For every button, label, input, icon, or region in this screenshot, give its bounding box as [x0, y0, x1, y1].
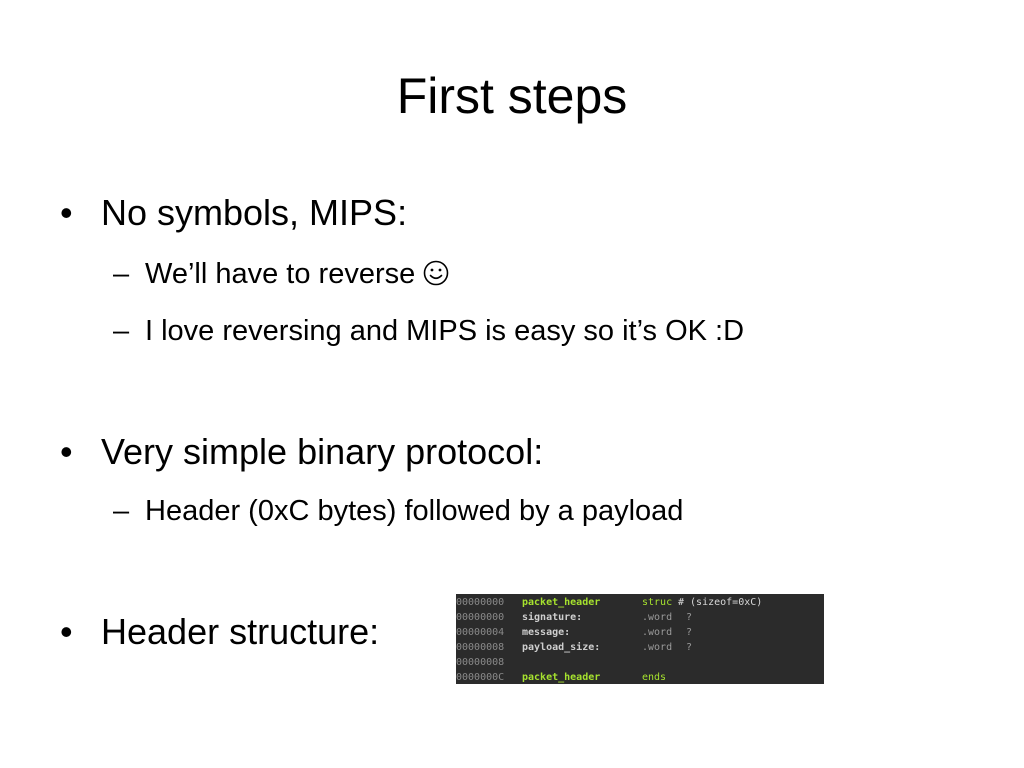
code-address: 00000000	[456, 612, 505, 623]
code-address: 0000000C	[456, 672, 505, 683]
code-type: .word	[642, 642, 673, 653]
code-address: 00000008	[456, 642, 505, 653]
bullet-glyph: •	[60, 611, 73, 652]
sub-bullet-text-wrap: We’ll have to reverse	[145, 256, 449, 292]
dash-glyph: –	[113, 315, 130, 347]
bullet-text: No symbols, MIPS:	[101, 192, 408, 233]
code-type: .word	[642, 627, 673, 638]
dash-glyph: –	[113, 495, 130, 527]
code-comment: # (sizeof=0xC)	[678, 597, 763, 608]
code-line: 00000004 message: .word ?	[456, 625, 824, 640]
code-line: 00000008	[456, 655, 824, 670]
smiley-face-icon	[423, 260, 449, 286]
code-name: packet_header	[522, 597, 601, 608]
code-line: 00000000 packet_header struc # (sizeof=0…	[456, 595, 824, 610]
code-name: signature:	[522, 612, 583, 623]
code-type: ends	[642, 672, 667, 683]
code-line: 00000008 payload_size: .word ?	[456, 640, 824, 655]
sub-bullet-text: I love reversing and MIPS is easy so it’…	[145, 315, 745, 347]
bullet-text: Very simple binary protocol:	[101, 431, 544, 472]
sub-bullet-text: We’ll have to reverse	[145, 258, 416, 290]
struct-code-snippet: 00000000 packet_header struc # (sizeof=0…	[456, 594, 824, 684]
code-value: ?	[686, 612, 693, 623]
slide-title: First steps	[396, 68, 628, 124]
bullet-glyph: •	[60, 431, 73, 472]
code-address: 00000004	[456, 627, 505, 638]
bullet-glyph: •	[60, 192, 73, 233]
code-address: 00000008	[456, 657, 505, 668]
code-name: message:	[522, 627, 571, 638]
sub-bullet-text: Header (0xC bytes) followed by a payload	[145, 495, 684, 527]
code-type: struc	[642, 597, 673, 608]
bullet-text: Header structure:	[101, 611, 380, 652]
code-value: ?	[686, 642, 693, 653]
dash-glyph: –	[113, 258, 130, 290]
code-value: ?	[686, 627, 693, 638]
code-line: 00000000 signature: .word ?	[456, 610, 824, 625]
code-name: packet_header	[522, 672, 601, 683]
code-line: 0000000C packet_header ends	[456, 670, 824, 684]
code-name: payload_size:	[522, 642, 601, 653]
code-address: 00000000	[456, 597, 505, 608]
code-type: .word	[642, 612, 673, 623]
